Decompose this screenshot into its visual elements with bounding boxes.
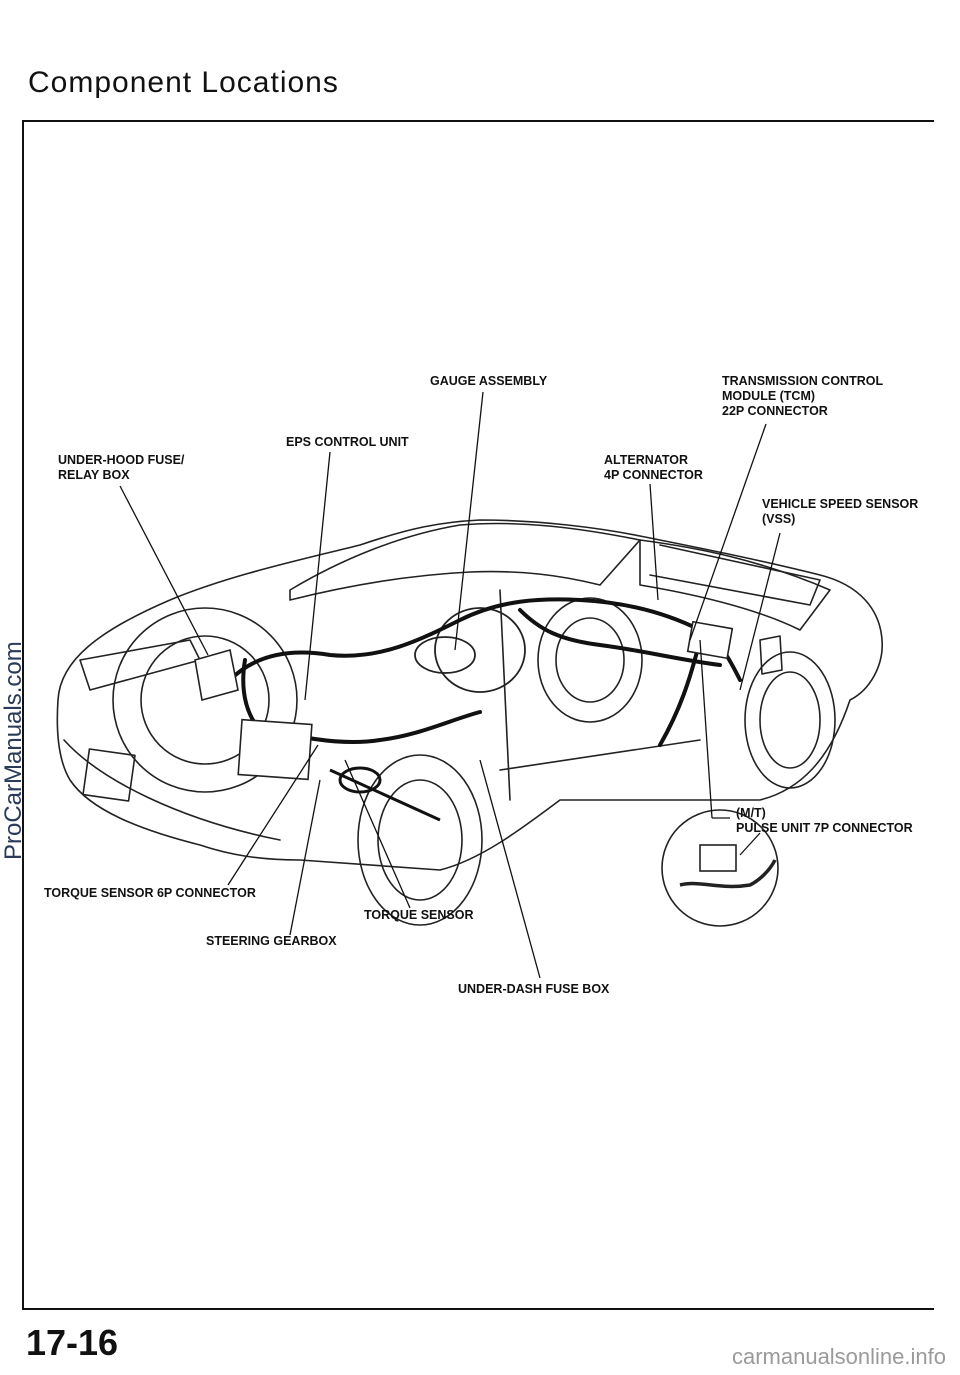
car-rear-deck [649,544,821,606]
rear-left-wheel-outer [537,597,643,723]
tcm-text-line1: TRANSMISSION CONTROL [722,374,884,388]
steering-wheel [434,607,526,693]
battery-group [237,718,313,781]
rear-wheel-outer [744,651,836,789]
pulse-text-line2: PULSE UNIT 7P CONNECTOR [736,821,913,835]
side-watermark: ProCarManuals.com [0,641,27,860]
car-side-skirt [499,739,701,771]
label-tcm: TRANSMISSION CONTROL MODULE (TCM) 22P CO… [722,374,883,419]
car-roof-rear [639,539,831,631]
label-pulse-unit: (M/T) PULSE UNIT 7P CONNECTOR [736,806,913,836]
car-body-outline [56,519,883,871]
harness-main [228,597,742,682]
gauge-assembly-text: GAUGE ASSEMBLY [430,374,548,388]
leader-underhood [119,485,209,656]
car-front-bumper [63,739,281,841]
leader-lines [119,391,781,979]
wheels [112,597,836,926]
leader-pulse-inset [739,832,761,856]
leader-steering-gearbox [289,779,321,936]
leader-underdash [479,759,541,979]
leader-eps [304,451,331,701]
car-door-line [499,589,511,801]
pulse-unit-inset [661,809,779,927]
tcm-box [686,620,734,660]
page-title: Component Locations [28,66,339,99]
pulse-text-line1: (M/T) [736,806,766,820]
tcm-text-line2: MODULE (TCM) [722,389,816,403]
label-underdash-fuse-box: UNDER-DASH FUSE BOX [458,982,609,997]
underhood-text-line1: UNDER-HOOD FUSE/ [58,453,185,467]
label-torque-sensor: TORQUE SENSOR [364,908,474,923]
front-wheel-left-outer [112,607,298,793]
leader-vss [739,532,781,691]
label-alternator: ALTERNATOR 4P CONNECTOR [604,453,703,483]
underhood-fuse-box-shape [194,648,239,702]
label-eps-control-unit: EPS CONTROL UNIT [286,435,409,450]
tcm-text-line3: 22P CONNECTOR [722,404,828,418]
page-number: 17-16 [26,1322,119,1363]
bottom-watermark: carmanualsonline.info [731,1344,946,1369]
vss-text-line1: VEHICLE SPEED SENSOR [762,497,919,511]
car-license-plate [82,748,136,802]
leader-torque-sensor [344,759,411,909]
frame-left-rule [22,120,24,1310]
leader-gauge [454,391,484,651]
rear-left-wheel-inner [555,617,625,703]
alternator-text-line2: 4P CONNECTOR [604,468,703,482]
leader-tcm [689,423,767,641]
underhood-text-line2: RELAY BOX [58,468,130,482]
label-steering-gearbox: STEERING GEARBOX [206,934,337,949]
car-headlight [79,639,201,691]
frame-top-rule [22,120,934,122]
front-wheel-right-inner [377,779,463,901]
pulse-unit-wire [679,859,777,889]
front-wheel-left-inner [140,635,270,765]
leader-pulse-down [699,639,713,819]
label-torque-sensor-6p: TORQUE SENSOR 6P CONNECTOR [44,886,256,901]
frame-bottom-rule [22,1308,934,1310]
battery [237,718,313,781]
alternator-text-line1: ALTERNATOR [604,453,689,467]
eps-control-unit-text: EPS CONTROL UNIT [286,435,409,449]
gauge-cluster [414,636,476,674]
wiring-harness [228,597,742,747]
pulse-unit-inset-circle [661,809,779,927]
torque-sensor-text: TORQUE SENSOR [364,908,474,922]
leader-alternator [649,483,659,601]
vss-text-line2: (VSS) [762,512,796,526]
dashboard-group [414,607,526,693]
pulse-unit-connector [699,844,737,872]
steering-rack-boot [338,766,382,794]
car-side-mirror [759,635,783,675]
label-gauge-assembly: GAUGE ASSEMBLY [430,374,547,389]
steering-rack [329,768,441,822]
front-wheel-right-outer [357,754,483,926]
leader-torque-6p [227,744,319,886]
underdash-text: UNDER-DASH FUSE BOX [458,982,610,996]
harness-cockpit [518,608,722,667]
rear-wheel-inner [759,671,821,769]
label-vss: VEHICLE SPEED SENSOR (VSS) [762,497,918,527]
label-underhood-fuse-box: UNDER-HOOD FUSE/ RELAY BOX [58,453,184,483]
steering-gearbox-text: STEERING GEARBOX [206,934,337,948]
torque-6p-text: TORQUE SENSOR 6P CONNECTOR [44,886,256,900]
